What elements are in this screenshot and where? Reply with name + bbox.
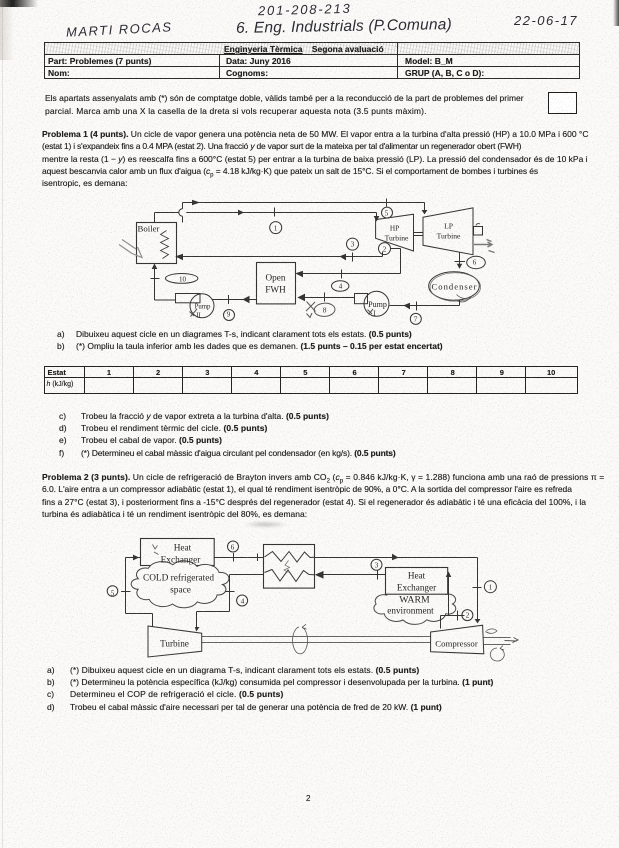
svg-text:5: 5 [385,210,389,218]
svg-text:FWH: FWH [265,285,286,295]
svg-text:6: 6 [473,259,477,267]
svg-text:8: 8 [323,307,327,315]
svg-text:COLD refrigerated: COLD refrigerated [143,573,214,584]
svg-text:space: space [170,586,191,596]
svg-text:Boiler: Boiler [138,224,160,234]
svg-text:2: 2 [466,612,470,620]
svg-text:1: 1 [274,225,278,233]
svg-text:5: 5 [111,590,115,598]
svg-text:Exchanger: Exchanger [161,556,202,566]
svg-text:Turbine: Turbine [385,234,409,243]
svg-text:Turbine: Turbine [160,639,189,649]
svg-text:3: 3 [351,241,355,249]
svg-text:3: 3 [375,562,379,570]
svg-text:10: 10 [179,276,187,284]
svg-text:Exchanger: Exchanger [397,583,436,593]
svg-text:7: 7 [414,316,418,324]
svg-text:environment: environment [387,606,434,616]
svg-text:4: 4 [241,598,245,606]
svg-text:1: 1 [489,584,493,592]
svg-text:Condenser: Condenser [432,282,477,292]
svg-text:LP: LP [444,222,453,231]
svg-text:6: 6 [231,544,235,552]
svg-text:4: 4 [339,283,343,291]
svg-text:II: II [196,313,201,320]
svg-text:Open: Open [266,273,286,283]
svg-text:2: 2 [383,246,387,254]
svg-text:Pump: Pump [195,304,211,311]
svg-text:9: 9 [227,311,231,319]
svg-text:HP: HP [390,224,399,233]
svg-text:Heat: Heat [408,571,426,581]
svg-text:Heat: Heat [174,544,192,554]
svg-text:WARM: WARM [399,595,430,606]
svg-text:Turbine: Turbine [437,232,461,241]
svg-text:Compressor: Compressor [435,639,478,649]
svg-text:Pump: Pump [368,300,387,309]
